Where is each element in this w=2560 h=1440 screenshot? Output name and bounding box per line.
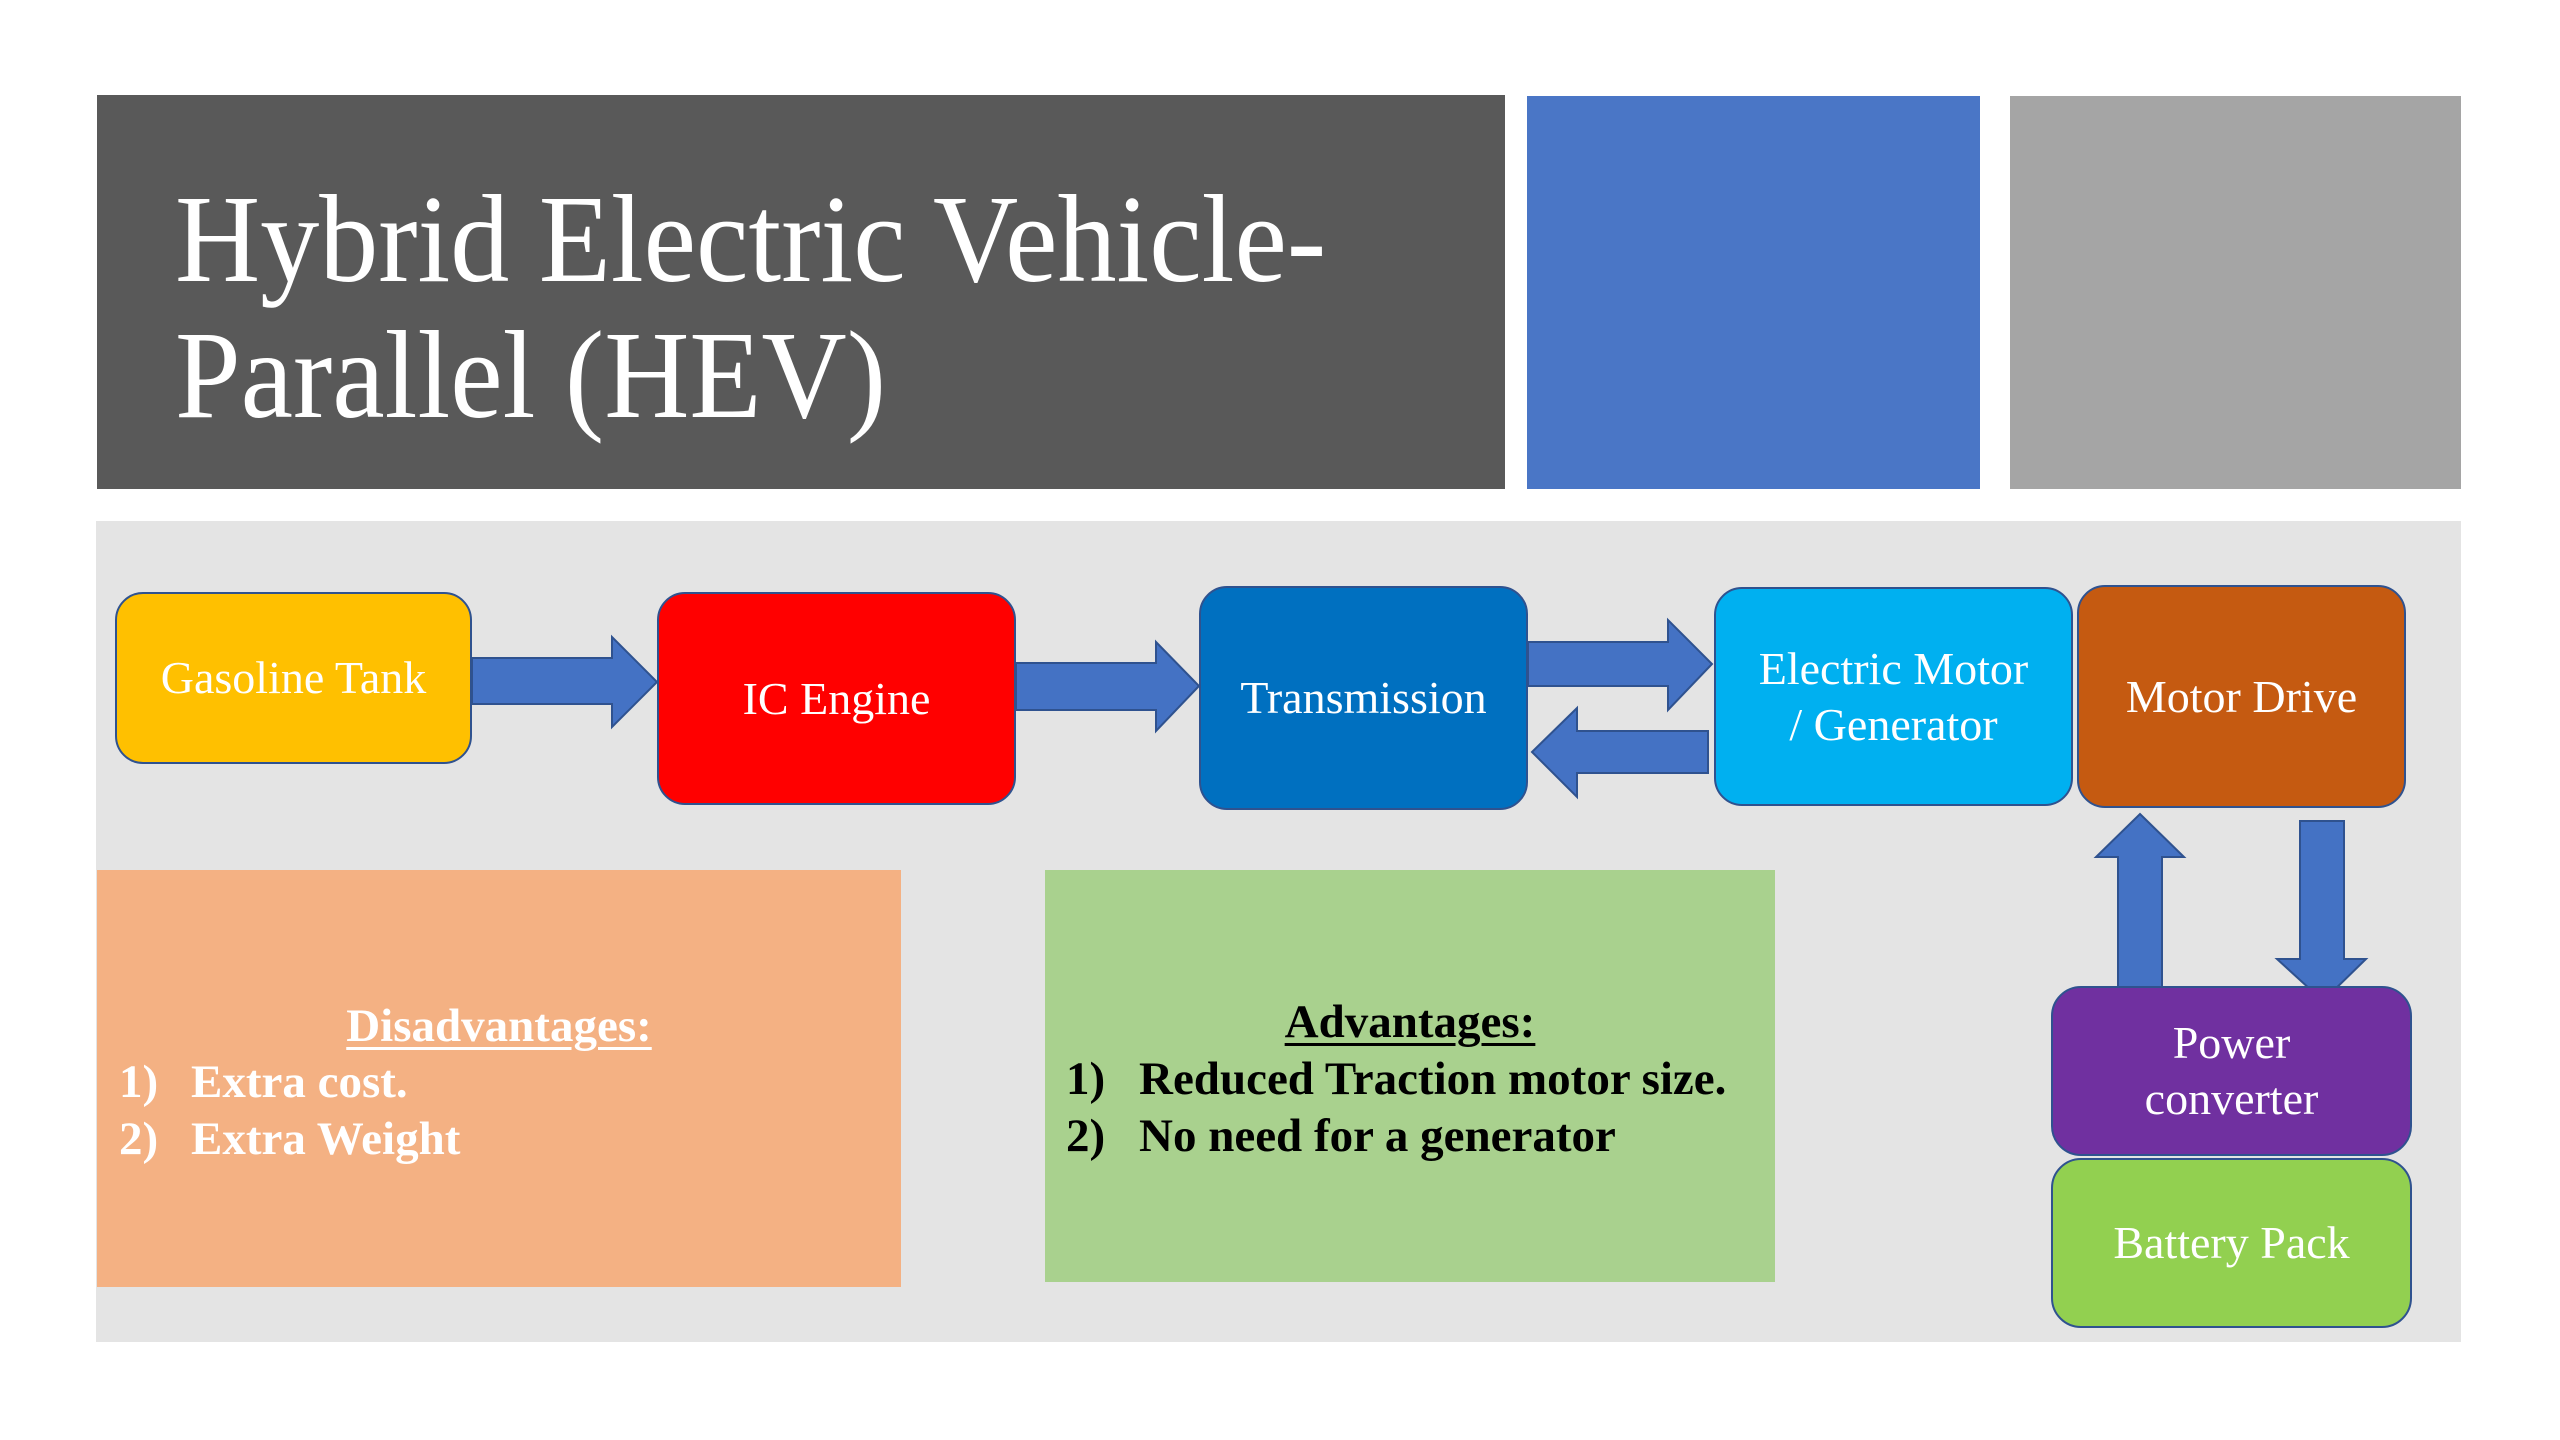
node-motor-drive[interactable]: Motor Drive bbox=[2077, 585, 2406, 808]
list-item-number: 1) bbox=[1066, 1053, 1106, 1105]
list-item: 1) Extra cost. bbox=[119, 1054, 460, 1111]
slide-title: Hybrid Electric Vehicle- Parallel (HEV) bbox=[175, 169, 1475, 445]
node-power-converter[interactable]: Power converter bbox=[2051, 986, 2412, 1156]
list-item: 2) No need for a generator bbox=[1066, 1108, 1726, 1165]
list-item-number: 2) bbox=[1066, 1110, 1106, 1162]
slide-title-line-2: Parallel (HEV) bbox=[175, 305, 886, 445]
disadvantages-list: 1) Extra cost. 2) Extra Weight bbox=[119, 1054, 460, 1168]
node-electric-motor-generator[interactable]: Electric Motor / Generator bbox=[1714, 587, 2073, 806]
list-item-text: Reduced Traction motor size. bbox=[1139, 1053, 1727, 1105]
node-gasoline-tank[interactable]: Gasoline Tank bbox=[115, 592, 472, 764]
title-banner bbox=[97, 95, 1505, 489]
node-electric-motor-label-line-2: / Generator bbox=[1789, 698, 1998, 750]
node-transmission-label: Transmission bbox=[1240, 672, 1487, 723]
node-ic-engine-label: IC Engine bbox=[742, 672, 931, 724]
node-power-converter-label-line-2: converter bbox=[2144, 1073, 2319, 1124]
node-battery-pack[interactable]: Battery Pack bbox=[2051, 1158, 2412, 1328]
node-transmission[interactable]: Transmission bbox=[1199, 586, 1528, 810]
disadvantages-box: Disadvantages: 1) Extra cost. 2) Extra W… bbox=[97, 870, 901, 1287]
node-gasoline-tank-label: Gasoline Tank bbox=[160, 652, 427, 703]
slide-title-line-1: Hybrid Electric Vehicle- bbox=[175, 169, 1327, 309]
node-battery-pack-label: Battery Pack bbox=[2113, 1217, 2350, 1268]
advantages-box: Advantages: 1) Reduced Traction motor si… bbox=[1045, 870, 1775, 1282]
disadvantages-heading: Disadvantages: bbox=[346, 1000, 652, 1052]
node-electric-motor-label: Electric Motor / Generator bbox=[1759, 641, 2029, 753]
list-item-number: 1) bbox=[119, 1056, 159, 1108]
node-motor-drive-label: Motor Drive bbox=[2125, 670, 2358, 722]
node-power-converter-label: Power converter bbox=[2145, 1015, 2319, 1127]
list-item-text: No need for a generator bbox=[1139, 1110, 1616, 1162]
list-item: 1) Reduced Traction motor size. bbox=[1066, 1051, 1726, 1108]
advantages-list: 1) Reduced Traction motor size. 2) No ne… bbox=[1066, 1051, 1726, 1165]
accent-block-gray bbox=[2010, 96, 2461, 489]
node-electric-motor-label-line-1: Electric Motor bbox=[1758, 642, 2029, 694]
node-power-converter-label-line-1: Power bbox=[2172, 1017, 2291, 1068]
accent-block-blue bbox=[1527, 96, 1980, 489]
list-item-number: 2) bbox=[119, 1113, 159, 1165]
list-item-text: Extra Weight bbox=[191, 1113, 461, 1165]
node-ic-engine[interactable]: IC Engine bbox=[657, 592, 1016, 805]
advantages-heading: Advantages: bbox=[1284, 996, 1536, 1048]
list-item-text: Extra cost. bbox=[191, 1056, 408, 1108]
list-item: 2) Extra Weight bbox=[119, 1111, 460, 1168]
